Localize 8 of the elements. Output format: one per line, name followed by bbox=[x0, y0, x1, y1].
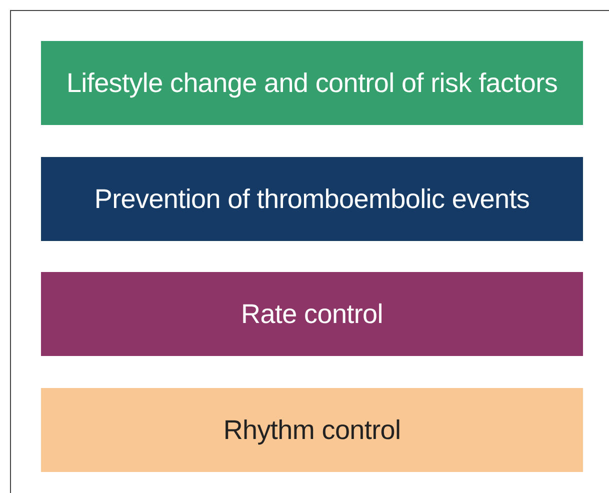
step-box bbox=[41, 388, 583, 472]
step-label: Lifestyle change and control of risk factors bbox=[66, 68, 558, 98]
step-label: Rhythm control bbox=[223, 414, 401, 446]
step-box bbox=[41, 157, 583, 241]
step-box bbox=[41, 272, 583, 356]
step-box bbox=[41, 41, 583, 125]
step-label: Prevention of thromboembolic events bbox=[94, 184, 530, 214]
step-label: Rate control bbox=[241, 298, 383, 330]
